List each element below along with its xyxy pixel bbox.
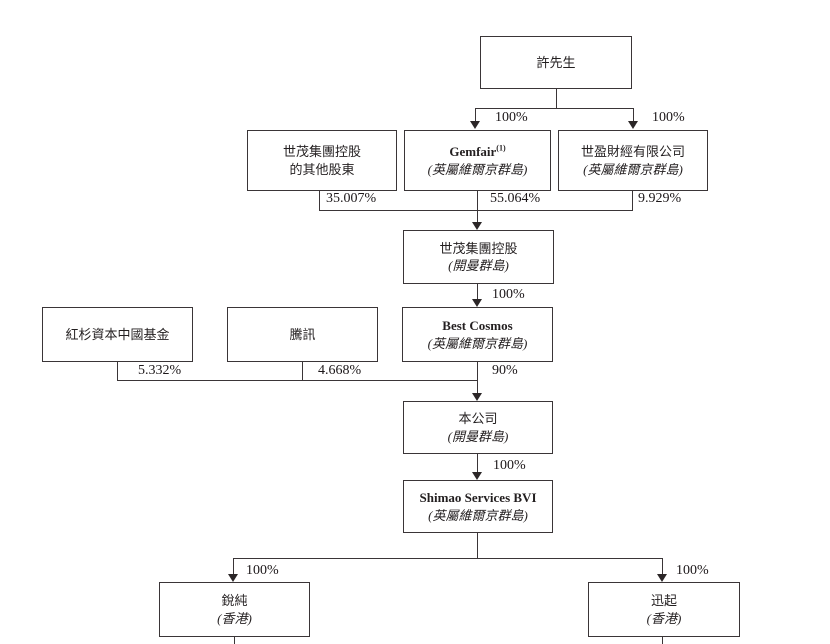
- connector-sequoia-stem: [117, 362, 118, 381]
- node-company: 本公司 (開曼群島): [403, 401, 553, 454]
- connector-tencent-stem: [302, 362, 303, 381]
- connector-xu-to-shiying: [633, 108, 634, 121]
- connector-to-shimao-group: [477, 191, 478, 222]
- ownership-label-gemfair-shimao-group: 55.064%: [490, 191, 541, 206]
- arrow-down-shiying-icon: [628, 121, 638, 129]
- node-shimao-group-label: 世茂集團控股: [439, 240, 518, 256]
- ownership-label-best-cosmos-company: 90%: [492, 363, 518, 378]
- arrow-down-xunqi-icon: [657, 574, 667, 582]
- connector-shiying-stem: [632, 191, 633, 211]
- ownership-label-bvi-ruichun: 100%: [246, 563, 279, 578]
- connector-bvi-crossbar: [233, 558, 663, 559]
- node-mr-xu-label: 許先生: [536, 54, 576, 70]
- node-mr-xu: 許先生: [480, 36, 632, 89]
- connector-row2-crossbar: [319, 210, 633, 211]
- node-shimao-services-bvi: Shimao Services BVI (英屬維爾京群島): [403, 480, 553, 533]
- ownership-label-shimao-group-best-cosmos: 100%: [492, 287, 525, 302]
- ownership-label-sequoia-company: 5.332%: [138, 363, 182, 378]
- node-xunqi: 迅起 (香港): [588, 582, 740, 637]
- ownership-label-xu-gemfair: 100%: [495, 110, 528, 125]
- connector-others-stem: [319, 191, 320, 211]
- node-shimao-services-bvi-label: Shimao Services BVI: [419, 490, 537, 506]
- node-other-shareholders-label-line1: 世茂集團控股: [282, 144, 361, 160]
- ownership-label-xu-shiying: 100%: [652, 110, 685, 125]
- node-tencent: 騰訊: [227, 307, 378, 362]
- connector-shimao-group-to-best-cosmos: [477, 283, 478, 300]
- node-sequoia-label: 紅杉資本中國基金: [65, 326, 170, 342]
- connector-xunqi-continuation-stub: [662, 637, 663, 644]
- node-ruichun: 銳純 (香港): [159, 582, 310, 637]
- connector-bvi-to-xunqi: [662, 558, 663, 574]
- connector-xu-stem: [556, 89, 557, 108]
- connector-ruichun-continuation-stub: [234, 637, 235, 644]
- node-company-jurisdiction: (開曼群島): [447, 428, 509, 444]
- node-ruichun-label: 銳純: [221, 593, 248, 609]
- arrow-down-shimao-services-bvi-icon: [472, 472, 482, 480]
- node-best-cosmos-label: Best Cosmos: [442, 318, 513, 334]
- node-gemfair-name: Gemfair: [449, 144, 497, 160]
- node-gemfair-label: Gemfair(1): [449, 143, 505, 160]
- connector-xu-to-gemfair: [475, 108, 476, 121]
- connector-bvi-to-ruichun: [233, 558, 234, 574]
- node-ruichun-jurisdiction: (香港): [217, 610, 252, 626]
- node-gemfair-footnote-marker: (1): [496, 144, 506, 154]
- connector-xu-crossbar: [475, 108, 634, 109]
- node-gemfair: Gemfair(1) (英屬維爾京群島): [404, 130, 551, 191]
- node-other-shareholders-label-line2: 的其他股東: [289, 161, 355, 177]
- connector-bvi-stem: [477, 533, 478, 559]
- node-shiying: 世盈財經有限公司 (英屬維爾京群島): [558, 130, 708, 191]
- node-shimao-group-jurisdiction: (開曼群島): [448, 258, 509, 273]
- node-sequoia: 紅杉資本中國基金: [42, 307, 193, 362]
- node-shimao-services-bvi-jurisdiction: (英屬維爾京群島): [428, 507, 528, 523]
- connector-row3-crossbar: [117, 380, 478, 381]
- node-shiying-jurisdiction: (英屬維爾京群島): [583, 161, 683, 177]
- node-shiying-label: 世盈財經有限公司: [580, 144, 685, 160]
- arrow-down-best-cosmos-icon: [472, 299, 482, 307]
- arrow-down-company-icon: [472, 393, 482, 401]
- arrow-down-shimao-group-icon: [472, 222, 482, 230]
- node-shimao-group: 世茂集團控股 (開曼群島): [403, 230, 554, 284]
- ownership-label-others-shimao-group: 35.007%: [326, 191, 377, 206]
- node-best-cosmos: Best Cosmos (英屬維爾京群島): [402, 307, 553, 362]
- ownership-label-company-bvi: 100%: [493, 458, 526, 473]
- arrow-down-ruichun-icon: [228, 574, 238, 582]
- node-best-cosmos-jurisdiction: (英屬維爾京群島): [427, 335, 528, 351]
- arrow-down-gemfair-icon: [470, 121, 480, 129]
- node-gemfair-jurisdiction: (英屬維爾京群島): [427, 161, 528, 177]
- ownership-label-shiying-shimao-group: 9.929%: [638, 191, 682, 206]
- node-other-shareholders: 世茂集團控股 的其他股東: [247, 130, 397, 191]
- connector-to-company: [477, 362, 478, 393]
- node-tencent-label: 騰訊: [289, 326, 316, 342]
- ownership-label-tencent-company: 4.668%: [318, 363, 362, 378]
- node-xunqi-label: 迅起: [650, 593, 677, 609]
- node-xunqi-jurisdiction: (香港): [646, 610, 682, 626]
- ownership-label-bvi-xunqi: 100%: [676, 563, 709, 578]
- connector-company-to-bvi: [477, 454, 478, 472]
- node-company-label: 本公司: [458, 411, 498, 427]
